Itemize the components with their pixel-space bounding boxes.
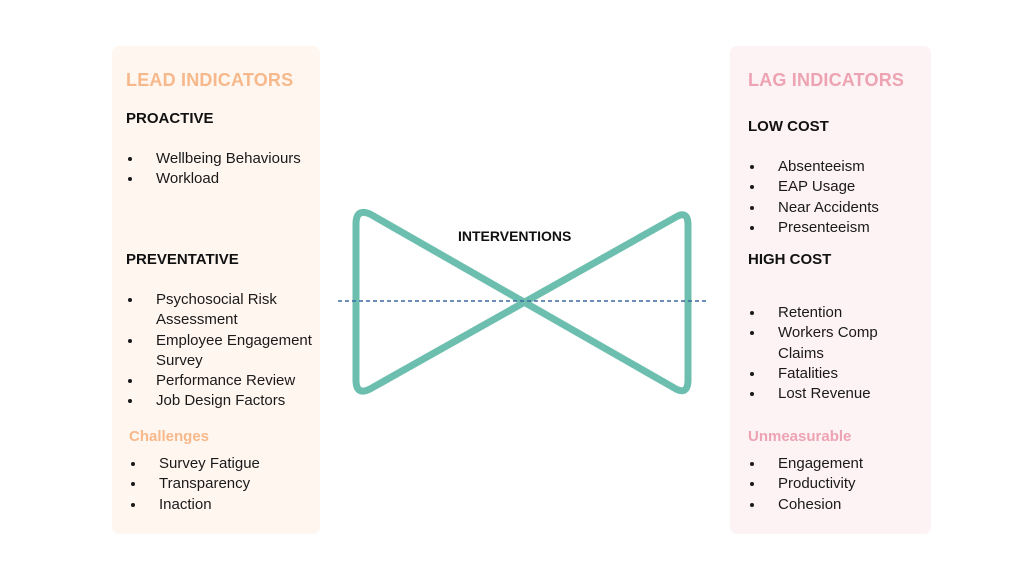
list-item: Lost Revenue bbox=[750, 384, 908, 404]
list-item: Psychosocial Risk Assessment bbox=[128, 290, 318, 331]
list-item: Wellbeing Behaviours bbox=[128, 149, 306, 169]
low-cost-list: Absenteeism EAP Usage Near Accidents Pre… bbox=[750, 157, 928, 238]
unmeasurable-heading: Unmeasurable bbox=[748, 428, 852, 445]
lead-indicators-panel: LEAD INDICATORS PROACTIVE Wellbeing Beha… bbox=[112, 46, 320, 534]
list-item: Workers Comp Claims bbox=[750, 323, 908, 364]
list-item: Employee Engagement Survey bbox=[128, 331, 318, 372]
list-item: Near Accidents bbox=[750, 198, 928, 218]
lag-indicators-title: LAG INDICATORS bbox=[748, 70, 905, 90]
list-item: Absenteeism bbox=[750, 157, 928, 177]
list-item: Job Design Factors bbox=[128, 391, 318, 411]
lead-indicators-title: LEAD INDICATORS bbox=[126, 70, 294, 90]
low-cost-heading: LOW COST bbox=[748, 118, 829, 135]
challenges-heading: Challenges bbox=[129, 428, 210, 445]
proactive-list: Wellbeing Behaviours Workload bbox=[128, 149, 306, 190]
unmeasurable-list: Engagement Productivity Cohesion bbox=[750, 454, 928, 515]
high-cost-heading: HIGH COST bbox=[748, 251, 832, 268]
list-item: Cohesion bbox=[750, 495, 928, 515]
interventions-label: INTERVENTIONS bbox=[458, 228, 572, 244]
challenges-list: Survey Fatigue Transparency Inaction bbox=[131, 454, 309, 515]
list-item: Presenteeism bbox=[750, 218, 928, 238]
list-item: Inaction bbox=[131, 495, 309, 515]
list-item: Retention bbox=[750, 303, 908, 323]
lag-indicators-panel: LAG INDICATORS LOW COST Absenteeism EAP … bbox=[730, 46, 931, 534]
list-item: Workload bbox=[128, 169, 306, 189]
list-item: EAP Usage bbox=[750, 177, 928, 197]
preventative-heading: PREVENTATIVE bbox=[126, 251, 239, 268]
list-item: Engagement bbox=[750, 454, 928, 474]
list-item: Transparency bbox=[131, 474, 309, 494]
proactive-heading: PROACTIVE bbox=[126, 110, 214, 127]
preventative-list: Psychosocial Risk Assessment Employee En… bbox=[128, 290, 318, 412]
list-item: Survey Fatigue bbox=[131, 454, 309, 474]
list-item: Productivity bbox=[750, 474, 928, 494]
bowtie-shape bbox=[352, 208, 692, 395]
high-cost-list: Retention Workers Comp Claims Fatalities… bbox=[750, 303, 908, 404]
list-item: Performance Review bbox=[128, 371, 318, 391]
list-item: Fatalities bbox=[750, 364, 908, 384]
